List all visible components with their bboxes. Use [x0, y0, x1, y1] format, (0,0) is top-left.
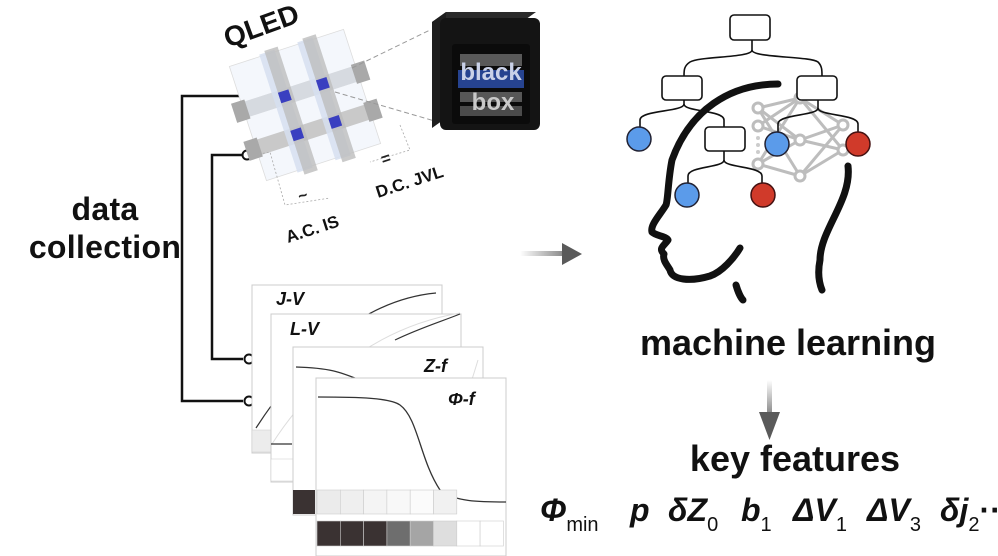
- black-box-label-line1: black: [460, 59, 522, 86]
- plot-label-zf: Z-f: [423, 356, 449, 376]
- leaf-node-red: [845, 131, 871, 157]
- qled-device-illustration: [228, 28, 383, 182]
- leaf-node-blue: [626, 126, 652, 152]
- arrow-down-icon: [759, 380, 780, 440]
- feature-p: p: [630, 492, 650, 528]
- feature-delta-v1: ΔV1: [793, 492, 847, 536]
- feature-delta-j2: δj2···: [940, 492, 998, 536]
- heatmap-cell: [409, 520, 434, 547]
- machine-learning-label: machine learning: [639, 322, 937, 363]
- heatmap-cell: [386, 489, 411, 515]
- heatmap-cell: [363, 489, 388, 515]
- feature-b1: b1: [741, 492, 772, 536]
- heatmap-cell: [456, 520, 481, 547]
- heatmap-strip-bottom: [316, 520, 504, 547]
- heatmap-cell: [386, 520, 411, 547]
- dc-circuit-outline: [369, 124, 411, 163]
- data-collection-line1: data: [71, 191, 139, 227]
- heatmap-cell: [339, 489, 364, 515]
- machine-learning-illustration: [626, 14, 871, 304]
- key-features-list: Φmin p δZ0 b1 ΔV1 ΔV3 δj2···: [540, 492, 998, 542]
- feature-delta-z0: δZ0: [668, 492, 719, 536]
- arrow-right-icon: [520, 243, 582, 265]
- leaf-node-blue: [674, 182, 700, 208]
- heatmap-cell: [409, 489, 434, 515]
- ac-symbol: ~: [296, 187, 310, 206]
- plot-label-phif: Φ-f: [448, 389, 477, 409]
- outer-bracket-connector: [180, 94, 243, 403]
- zoom-dashed-line-top: [351, 29, 431, 69]
- heatmap-cell: [433, 489, 458, 515]
- heatmap-cell: [479, 520, 504, 547]
- heatmap-cell: [316, 489, 341, 515]
- decision-tree-icon: [639, 14, 859, 186]
- zoom-dashed-line-bottom: [334, 91, 446, 125]
- feature-delta-v3: ΔV3: [867, 492, 921, 536]
- plot-stack: J-V L-V Z-f Φ-f: [251, 284, 507, 556]
- data-collection-line2: collection: [28, 229, 182, 265]
- neural-network-icon: [751, 91, 850, 183]
- heatmap-cell: [433, 520, 458, 547]
- black-box-label-line2: box: [472, 89, 515, 116]
- dc-symbol: =: [379, 150, 393, 169]
- heatmap-cell: [339, 520, 364, 547]
- plot-label-jv: J-V: [276, 289, 306, 309]
- plot-label-lv: L-V: [290, 319, 321, 339]
- heatmap-cell: [316, 520, 341, 547]
- head-silhouette-icon: [648, 80, 852, 304]
- ac-circuit-outline: [254, 151, 331, 206]
- key-features-label: key features: [689, 438, 901, 479]
- feature-phi-min: Φmin: [540, 492, 599, 536]
- qled-title: QLED: [219, 0, 303, 54]
- ac-is-label: A.C. IS: [283, 212, 341, 247]
- leaf-node-red: [750, 182, 776, 208]
- data-collection-label: data collection: [20, 190, 190, 266]
- inner-bracket-connector: [210, 153, 243, 361]
- heatmap-strip-top: [316, 489, 458, 515]
- black-box-cube: black box: [432, 12, 540, 130]
- heatmap-cell: [363, 520, 388, 547]
- leaf-node-blue: [764, 131, 790, 157]
